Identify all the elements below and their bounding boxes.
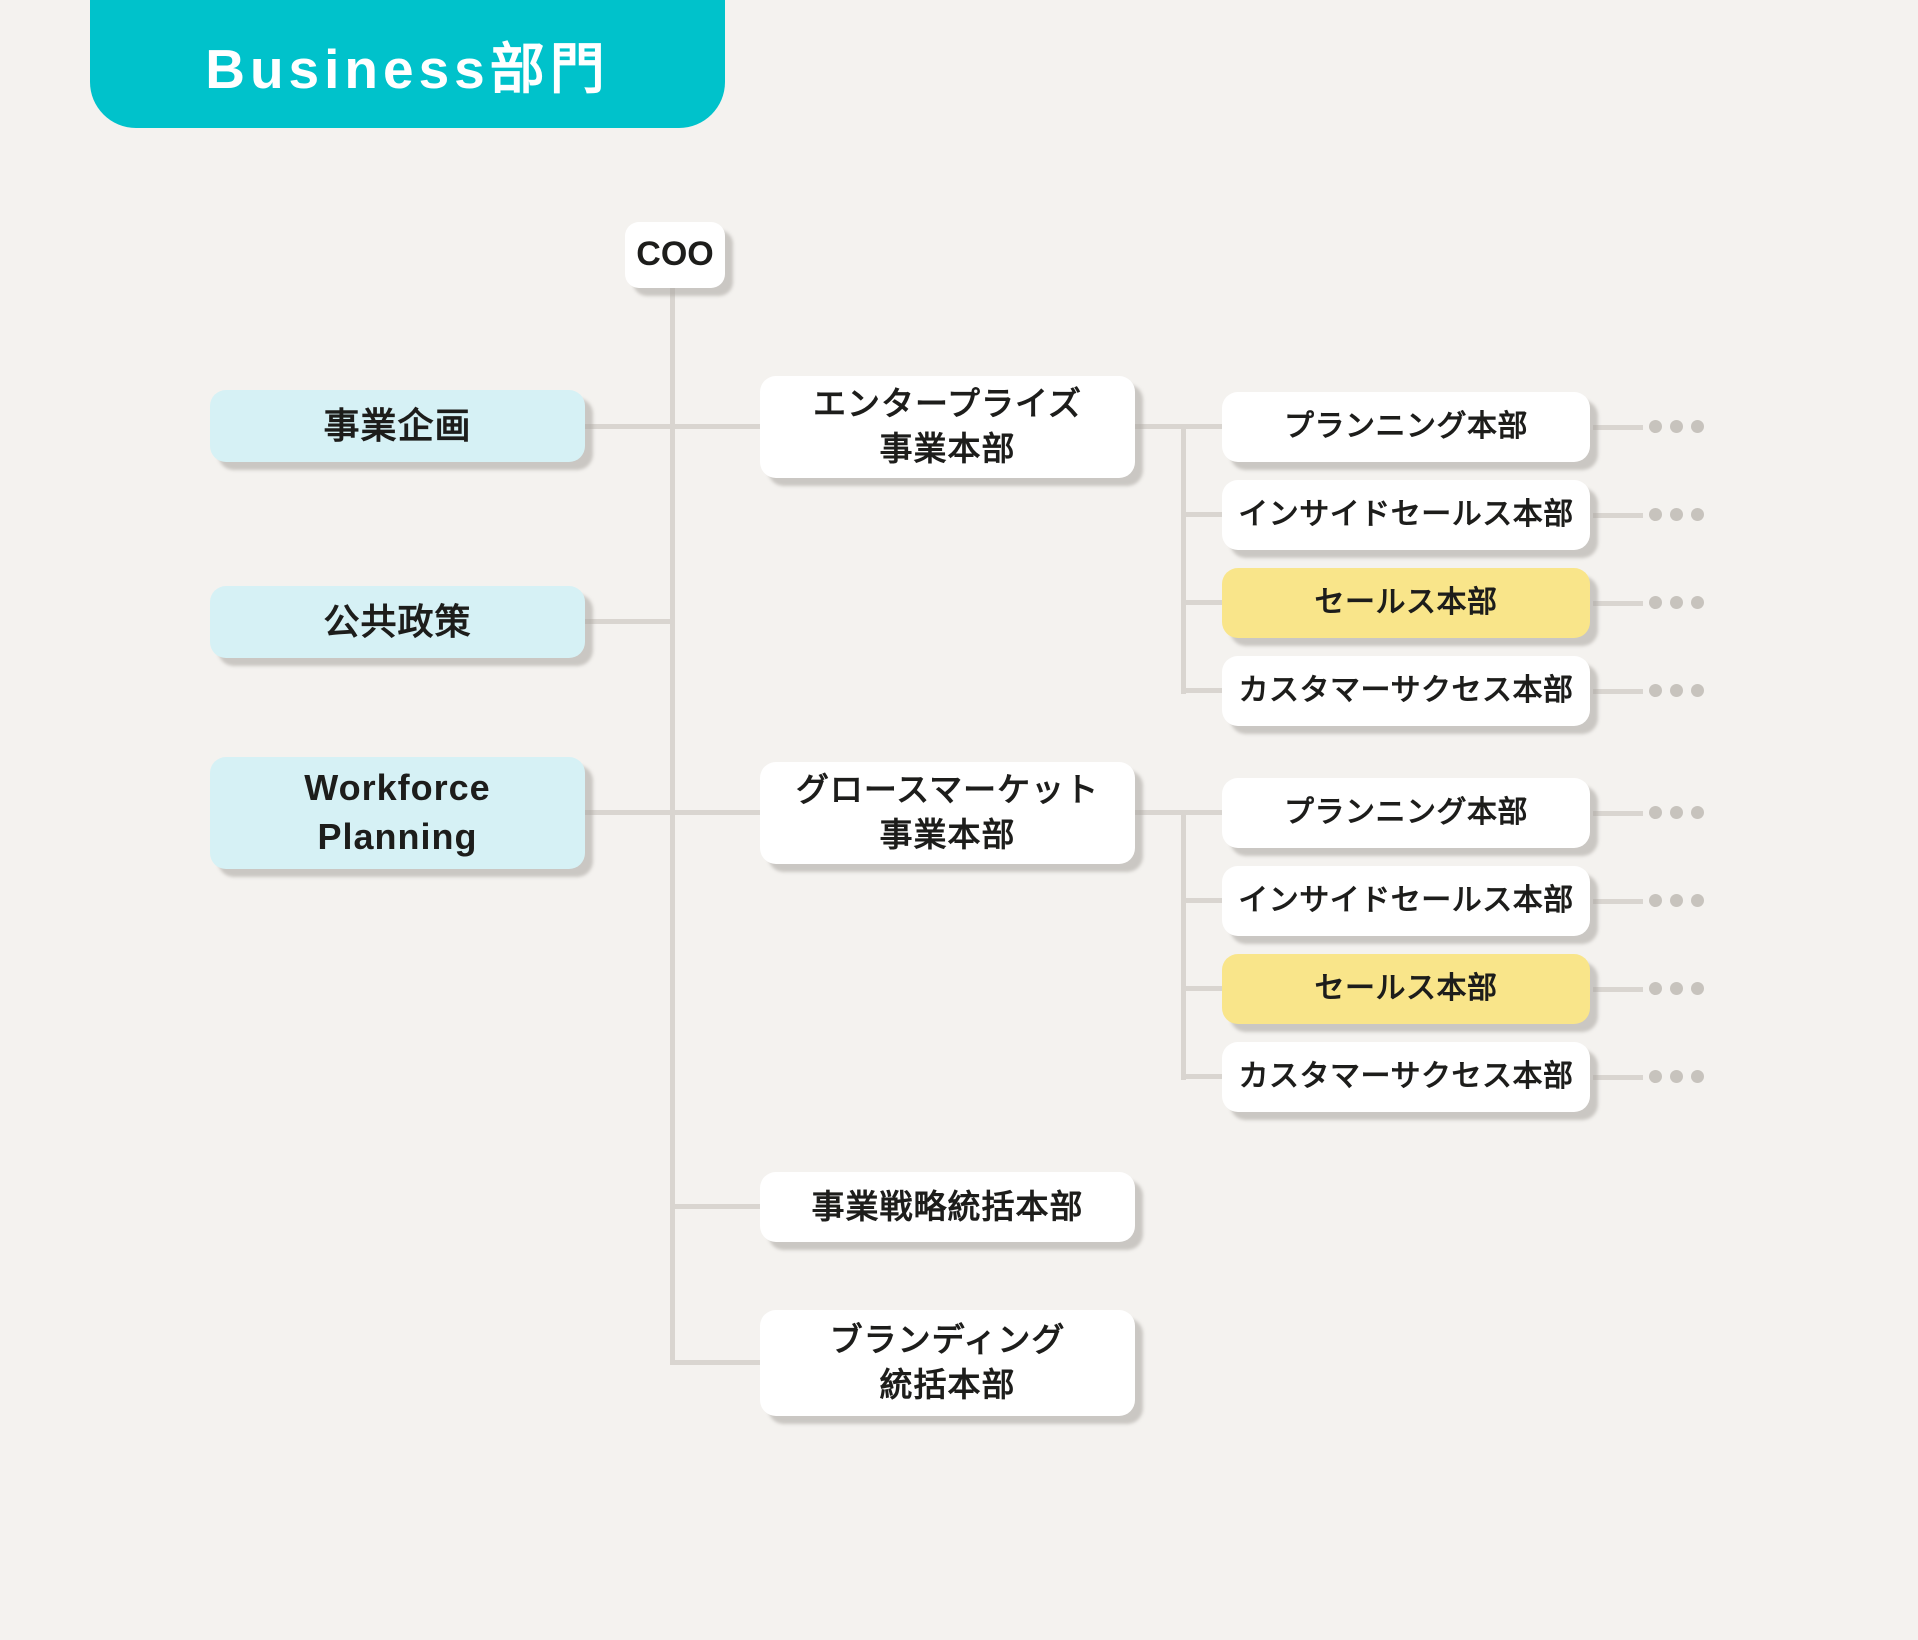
dots-stub-line <box>1593 811 1643 816</box>
node-growth-market-business-hq: グロースマーケット 事業本部 <box>760 762 1135 864</box>
dot-icon <box>1670 596 1683 609</box>
more-dots <box>1649 806 1704 819</box>
connector-line <box>1181 810 1186 1080</box>
dot-icon <box>1670 982 1683 995</box>
dots-stub-line <box>1593 601 1643 606</box>
dots-stub-line <box>1593 1075 1643 1080</box>
connector-line <box>670 1204 765 1209</box>
trunk-line <box>670 288 675 1365</box>
dot-icon <box>1649 982 1662 995</box>
division-title-badge: Business部門 <box>90 0 725 128</box>
connector-line <box>1181 1074 1222 1079</box>
node-inside-sales-dept: インサイドセールス本部 <box>1222 866 1590 936</box>
dots-stub-line <box>1593 425 1643 430</box>
dot-icon <box>1649 684 1662 697</box>
connector-line <box>1135 424 1222 429</box>
more-dots <box>1649 508 1704 521</box>
dot-icon <box>1670 1070 1683 1083</box>
dot-icon <box>1670 894 1683 907</box>
node-planning-dept: プランニング本部 <box>1222 392 1590 462</box>
more-dots <box>1649 982 1704 995</box>
connector-line <box>1181 600 1222 605</box>
dots-stub-line <box>1593 689 1643 694</box>
dots-stub-line <box>1593 899 1643 904</box>
more-dots <box>1649 894 1704 907</box>
node-workforce-planning: Workforce Planning <box>210 757 585 869</box>
dot-icon <box>1691 806 1704 819</box>
node-enterprise-business-hq: エンタープライズ 事業本部 <box>760 376 1135 478</box>
more-dots <box>1649 420 1704 433</box>
connector-line <box>1181 898 1222 903</box>
dot-icon <box>1691 1070 1704 1083</box>
dot-icon <box>1649 508 1662 521</box>
connector-line <box>1181 424 1186 694</box>
dots-stub-line <box>1593 513 1643 518</box>
dot-icon <box>1691 420 1704 433</box>
connector-line <box>670 1360 765 1365</box>
dot-icon <box>1649 596 1662 609</box>
connector-line <box>1181 986 1222 991</box>
division-title: Business部門 <box>205 38 610 100</box>
node-coo: COO <box>625 222 725 288</box>
connector-line <box>585 810 760 815</box>
node-branding-hq: ブランディング 統括本部 <box>760 1310 1135 1416</box>
connector-line <box>1181 512 1222 517</box>
dot-icon <box>1691 684 1704 697</box>
more-dots <box>1649 1070 1704 1083</box>
dot-icon <box>1670 508 1683 521</box>
node-business-planning: 事業企画 <box>210 390 585 462</box>
node-sales-dept: セールス本部 <box>1222 954 1590 1024</box>
node-customer-success-dept: カスタマーサクセス本部 <box>1222 1042 1590 1112</box>
dot-icon <box>1691 894 1704 907</box>
more-dots <box>1649 684 1704 697</box>
dots-stub-line <box>1593 987 1643 992</box>
dot-icon <box>1649 806 1662 819</box>
connector-line <box>585 424 760 429</box>
node-inside-sales-dept: インサイドセールス本部 <box>1222 480 1590 550</box>
dot-icon <box>1691 982 1704 995</box>
more-dots <box>1649 596 1704 609</box>
dot-icon <box>1670 420 1683 433</box>
node-customer-success-dept: カスタマーサクセス本部 <box>1222 656 1590 726</box>
dot-icon <box>1670 806 1683 819</box>
node-public-policy: 公共政策 <box>210 586 585 658</box>
dot-icon <box>1649 1070 1662 1083</box>
dot-icon <box>1691 596 1704 609</box>
node-planning-dept: プランニング本部 <box>1222 778 1590 848</box>
node-sales-dept: セールス本部 <box>1222 568 1590 638</box>
dot-icon <box>1649 894 1662 907</box>
connector-line <box>1181 688 1222 693</box>
node-business-strategy-hq: 事業戦略統括本部 <box>760 1172 1135 1242</box>
connector-line <box>585 619 675 624</box>
dot-icon <box>1670 684 1683 697</box>
dot-icon <box>1649 420 1662 433</box>
connector-line <box>1135 810 1222 815</box>
dot-icon <box>1691 508 1704 521</box>
